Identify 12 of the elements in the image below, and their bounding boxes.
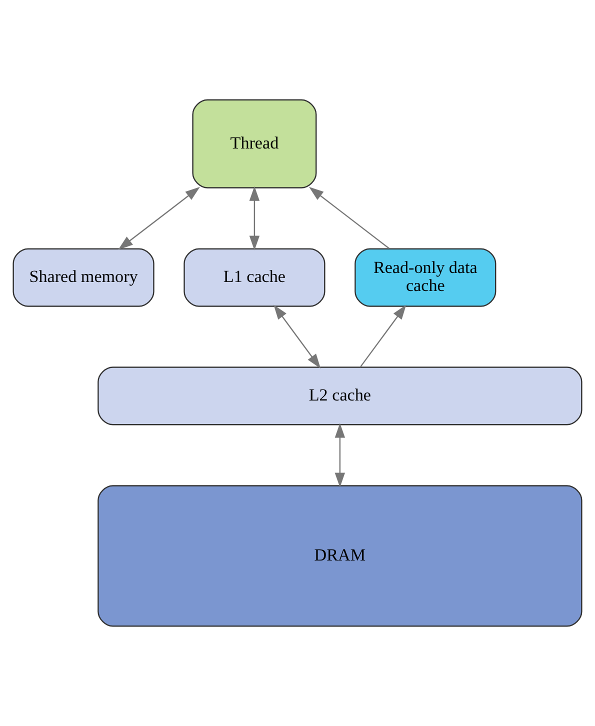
- node-box: Read-only data cache: [354, 248, 496, 307]
- node-box: DRAM: [98, 485, 582, 627]
- node-box: Shared memory: [12, 248, 154, 307]
- node-box: Thread: [192, 99, 317, 188]
- node-box: L1 cache: [184, 248, 326, 307]
- arrow: [249, 186, 260, 250]
- arrow: [334, 423, 346, 488]
- arrow: [308, 186, 390, 250]
- node-box: L2 cache: [98, 366, 582, 426]
- arrow: [118, 186, 200, 250]
- arrow: [274, 304, 321, 369]
- arrow: [360, 304, 406, 368]
